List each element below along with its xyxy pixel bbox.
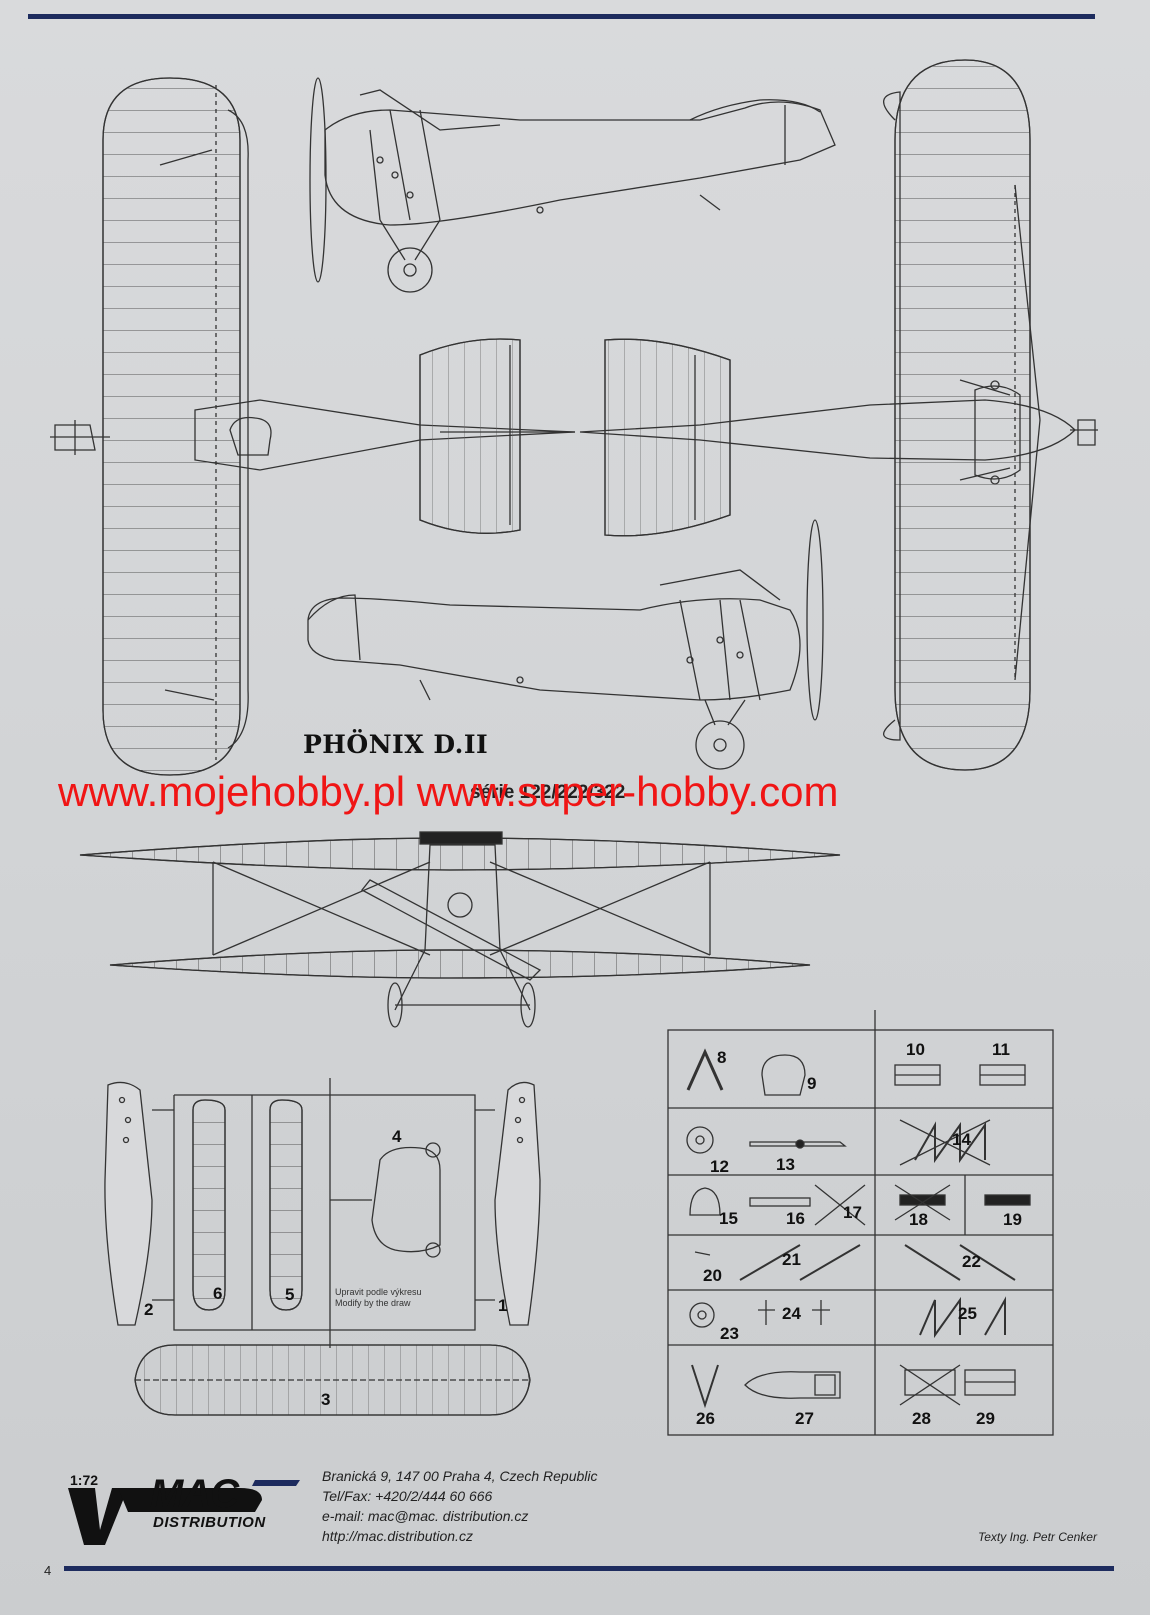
part-number: 19 — [1003, 1210, 1022, 1229]
part-number: 16 — [786, 1209, 805, 1228]
scale-label: 1:72 — [70, 1472, 99, 1488]
modify-note-en: Modify by the draw — [335, 1298, 411, 1308]
model-series: série 122/222/322 — [470, 782, 626, 803]
part-number: 1 — [498, 1296, 508, 1315]
modify-note: Upravit podle výkresu Modify by the draw — [335, 1287, 422, 1309]
part-number: 4 — [392, 1127, 402, 1146]
part-number: 2 — [144, 1300, 154, 1319]
part-number: 24 — [782, 1304, 801, 1323]
part-number: 28 — [912, 1409, 931, 1428]
part-number: 10 — [906, 1040, 925, 1059]
plan-view-right — [579, 338, 1098, 537]
side-view-top — [309, 77, 836, 293]
part-number: 5 — [285, 1285, 295, 1304]
part-number: 25 — [958, 1304, 977, 1323]
sprue-b — [667, 1010, 1054, 1436]
publisher-contact: Branická 9, 147 00 Praha 4, Czech Republ… — [322, 1466, 598, 1546]
modify-note-cz: Upravit podle výkresu — [335, 1287, 422, 1297]
part-number: 18 — [909, 1210, 928, 1229]
watermark-text: www.mojehobby.pl www.super-hobby.com — [58, 768, 839, 815]
model-title: PHÖNIX D.II — [303, 730, 489, 759]
brand-name: MAC — [150, 1472, 239, 1516]
left-wing-plan — [102, 77, 249, 776]
part-number: 21 — [782, 1250, 801, 1269]
page-number: 4 — [44, 1563, 52, 1578]
right-wing-plan — [883, 59, 1041, 771]
sprue-a — [104, 1078, 541, 1416]
brand-sub: DISTRIBUTION — [153, 1514, 266, 1531]
top-rule — [28, 14, 1095, 19]
part-number: 9 — [807, 1074, 817, 1093]
part-number: 23 — [720, 1324, 739, 1343]
part-number: 12 — [710, 1157, 729, 1176]
part-number: 11 — [992, 1040, 1010, 1059]
side-view-bottom — [307, 519, 824, 770]
mac-logo — [68, 1480, 300, 1545]
publisher-web: http://mac.distribution.cz — [322, 1528, 473, 1544]
part-number: 15 — [719, 1209, 738, 1228]
part-number: 14 — [952, 1130, 971, 1149]
part-number: 26 — [696, 1409, 715, 1428]
part-number: 17 — [843, 1203, 862, 1222]
part-number: 29 — [976, 1409, 995, 1428]
front-view — [79, 831, 841, 1028]
part-number: 13 — [776, 1155, 795, 1174]
part-number: 3 — [321, 1390, 331, 1409]
part-number: 22 — [962, 1252, 981, 1271]
text-credit: Texty Ing. Petr Cenker — [978, 1530, 1097, 1544]
plan-view-fuselage — [50, 338, 576, 534]
part-number: 8 — [717, 1048, 727, 1067]
part-number: 6 — [213, 1284, 223, 1303]
bottom-rule — [64, 1566, 1114, 1571]
publisher-phone: Tel/Fax: +420/2/444 60 666 — [322, 1488, 493, 1504]
part-number: 20 — [703, 1266, 722, 1285]
part-number: 27 — [795, 1409, 814, 1428]
publisher-email: e-mail: mac@mac. distribution.cz — [322, 1508, 529, 1524]
publisher-address: Branická 9, 147 00 Praha 4, Czech Republ… — [322, 1468, 598, 1484]
